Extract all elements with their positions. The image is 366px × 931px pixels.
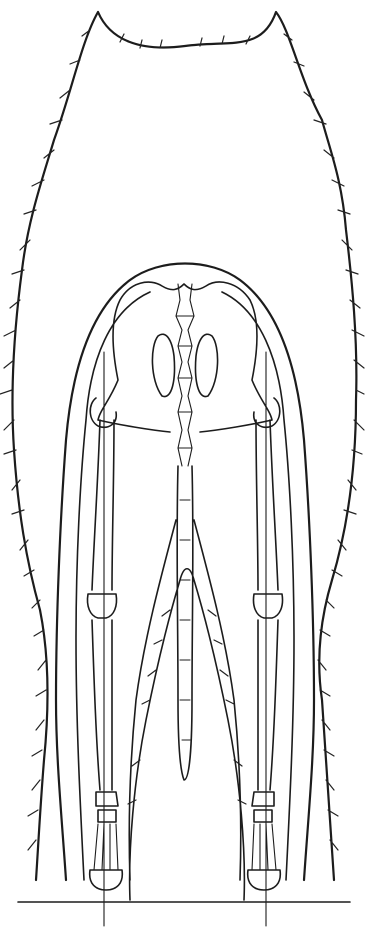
body-outline xyxy=(56,264,314,881)
spine xyxy=(176,284,194,466)
tail xyxy=(177,466,193,780)
inner-fur-outline xyxy=(128,569,246,900)
right-leg-bones xyxy=(248,398,283,890)
pelvis xyxy=(98,282,272,432)
fur-outline xyxy=(0,12,364,880)
left-leg-bones xyxy=(87,398,122,890)
reference-lines xyxy=(104,352,266,926)
